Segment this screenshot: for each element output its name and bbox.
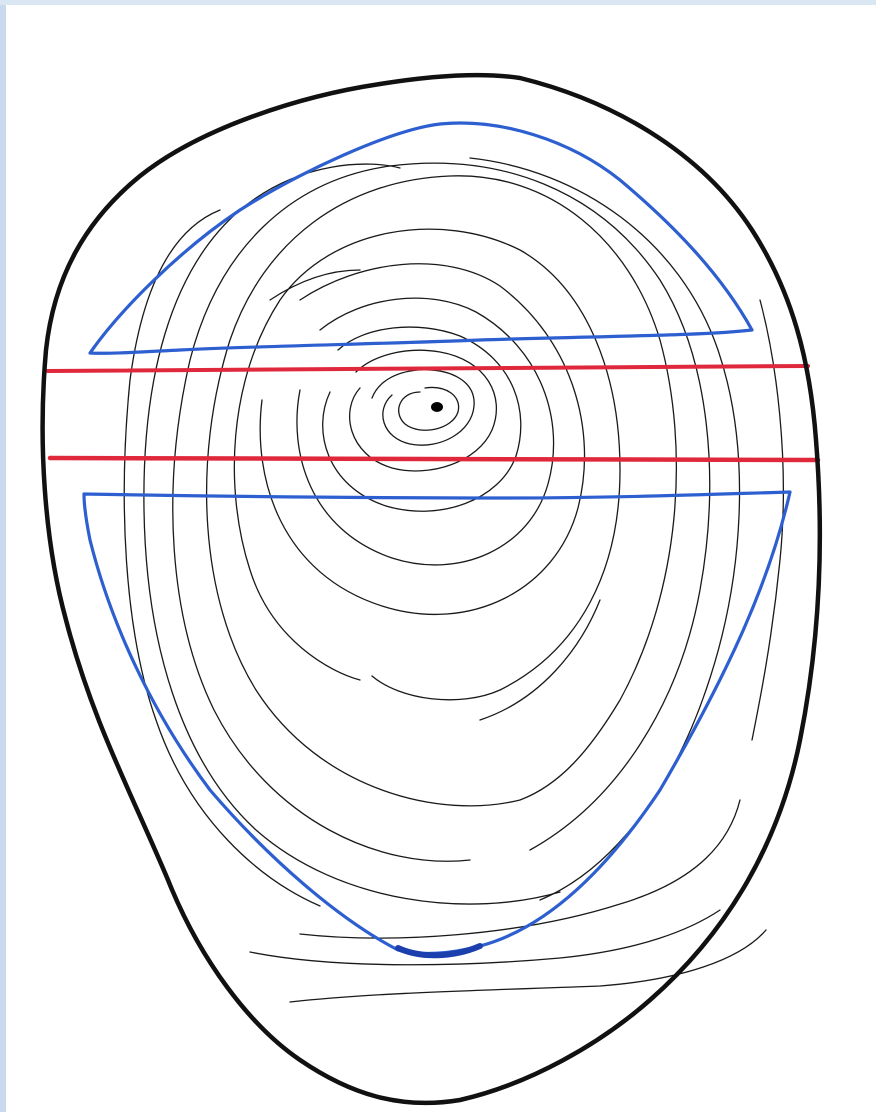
band-line-bottom: [47, 455, 821, 463]
growth-rings: [123, 157, 785, 1003]
growth-ring: [205, 175, 678, 807]
band-line-top: [46, 364, 810, 373]
growth-ring: [469, 157, 741, 901]
log-cross-section-outline: [40, 72, 823, 1106]
lower-segment-heavy-point: [395, 943, 483, 959]
growth-ring: [143, 163, 561, 905]
upper-segment-outline: [88, 121, 754, 355]
growth-ring: [299, 799, 741, 939]
growth-ring: [289, 929, 767, 1003]
growth-ring: [172, 162, 711, 862]
growth-ring: [296, 297, 555, 566]
growth-ring: [233, 228, 621, 701]
pith-dot: [431, 402, 443, 412]
growth-ring: [259, 263, 586, 615]
growth-ring: [371, 369, 475, 446]
growth-ring: [322, 326, 522, 512]
growth-ring: [479, 599, 601, 721]
growth-ring: [398, 386, 460, 431]
growth-ring: [348, 349, 497, 472]
lower-segment-outline: [82, 490, 792, 956]
frame-top-edge: [0, 0, 876, 5]
growth-ring: [751, 299, 785, 741]
growth-ring: [269, 269, 361, 301]
growth-ring: [249, 909, 721, 966]
frame-left-edge: [0, 0, 6, 1112]
